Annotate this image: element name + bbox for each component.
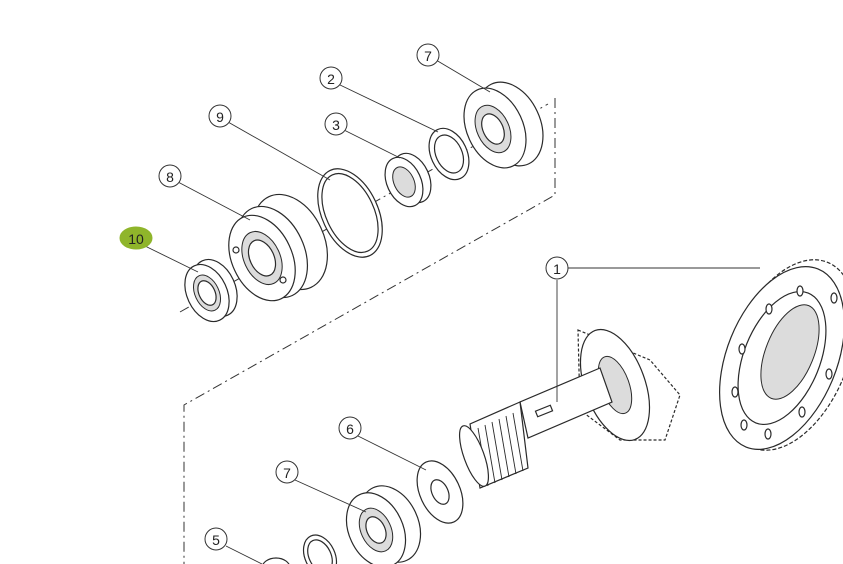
callout-7-bottom-label: 7 [283,465,291,481]
callout-5-label: 5 [212,532,220,548]
callout-2[interactable]: 2 [319,66,343,90]
ring-gear[interactable] [695,241,843,470]
callout-5[interactable]: 5 [204,527,228,551]
callout-2-label: 2 [327,71,335,87]
callout-6[interactable]: 6 [338,416,362,440]
bearing-cup-bottom[interactable] [335,476,432,564]
callout-9[interactable]: 9 [208,104,232,128]
callout-9-label: 9 [216,109,224,125]
leader-lines [144,59,760,564]
callout-10[interactable]: 10 [119,226,153,250]
o-ring-large[interactable] [305,159,395,268]
bearing-cup-top[interactable] [452,71,556,177]
callout-10-label: 10 [128,231,144,247]
callout-7-bottom[interactable]: 7 [275,460,299,484]
shim-ring-top[interactable] [421,122,476,186]
slotted-nut[interactable] [378,147,439,212]
part-5-component[interactable] [262,557,290,564]
shaft-seal[interactable] [176,252,246,328]
assembly-boundary [179,98,556,564]
callout-7-top[interactable]: 7 [416,43,440,67]
callout-7-top-label: 7 [424,48,432,64]
callout-1-label: 1 [553,261,561,277]
callout-8-label: 8 [166,169,174,185]
callout-3[interactable]: 3 [324,112,348,136]
callout-6-label: 6 [346,421,354,437]
shim-ring-bottom[interactable] [297,530,343,564]
callout-8[interactable]: 8 [158,164,182,188]
callout-1[interactable]: 1 [545,256,569,280]
washer-pinion[interactable] [408,454,472,531]
callout-3-label: 3 [332,117,340,133]
pinion-shaft[interactable] [454,320,681,489]
bearing-housing[interactable] [216,182,342,311]
ring-gear-bolt-holes [731,285,838,440]
